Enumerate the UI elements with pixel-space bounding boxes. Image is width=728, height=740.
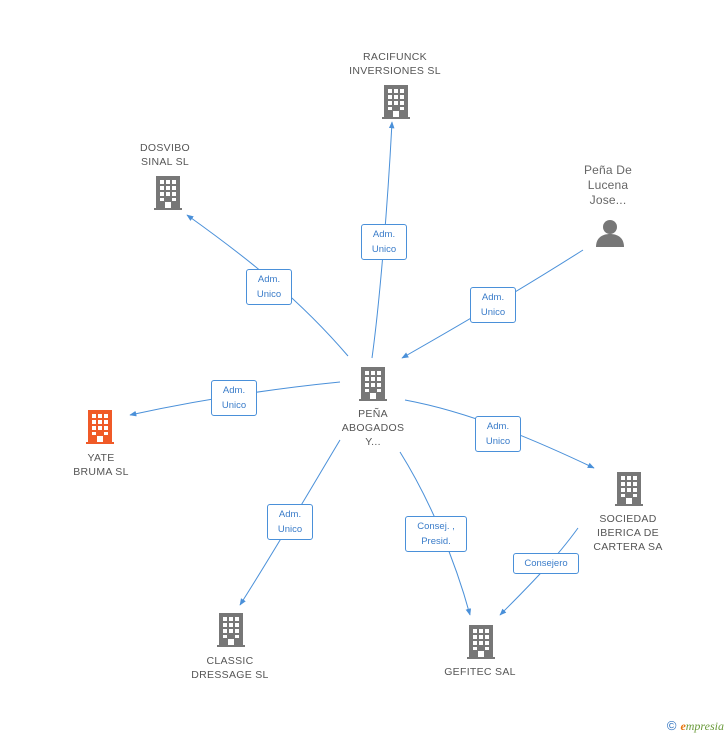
node-dosvibo-label[interactable]: DOSVIBO SINAL SL: [140, 142, 190, 168]
person-icon: [596, 220, 624, 247]
building-icon-gefitec: [467, 625, 495, 659]
building-icon-dosvibo: [154, 176, 182, 210]
building-icon-sociedad: [615, 472, 643, 506]
edge-sociedad-to-gefitec: [499, 527, 579, 616]
empresia-logo[interactable]: ©empresia: [667, 718, 724, 734]
node-sociedad-label[interactable]: SOCIEDAD IBERICA DE CARTERA SA: [593, 513, 663, 553]
building-icon-center: [359, 367, 387, 401]
edge-label-yate: Adm. Unico: [211, 380, 257, 416]
edge-label-sociedad: Adm. Unico: [475, 416, 521, 452]
edge-label-classic: Adm. Unico: [267, 504, 313, 540]
edge-label-dosvibo: Adm. Unico: [246, 269, 292, 305]
building-icon-racifunck: [382, 85, 410, 119]
node-yate-label[interactable]: YATE BRUMA SL: [73, 452, 129, 478]
building-icon-classic: [217, 613, 245, 647]
edge-label-soc-gef: Consejero: [513, 553, 579, 574]
brand-e: e: [680, 719, 686, 733]
edge-label-gefitec: Consej. , Presid.: [405, 516, 467, 552]
node-classic-label[interactable]: CLASSIC DRESSAGE SL: [191, 655, 269, 681]
copyright-icon: ©: [666, 718, 677, 733]
building-icon-yate: [86, 410, 114, 444]
node-gefitec-label[interactable]: GEFITEC SAL: [444, 666, 516, 678]
edge-label-pena: Adm. Unico: [470, 287, 516, 323]
node-pena-lucena-label[interactable]: Peña De Lucena Jose...: [583, 163, 633, 207]
node-center-label[interactable]: PEÑA ABOGADOS Y...: [341, 408, 405, 448]
edge-label-racifunck: Adm. Unico: [361, 224, 407, 260]
node-racifunck-label[interactable]: RACIFUNCK INVERSIONES SL: [349, 51, 441, 77]
brand-rest: mpresia: [685, 719, 724, 733]
